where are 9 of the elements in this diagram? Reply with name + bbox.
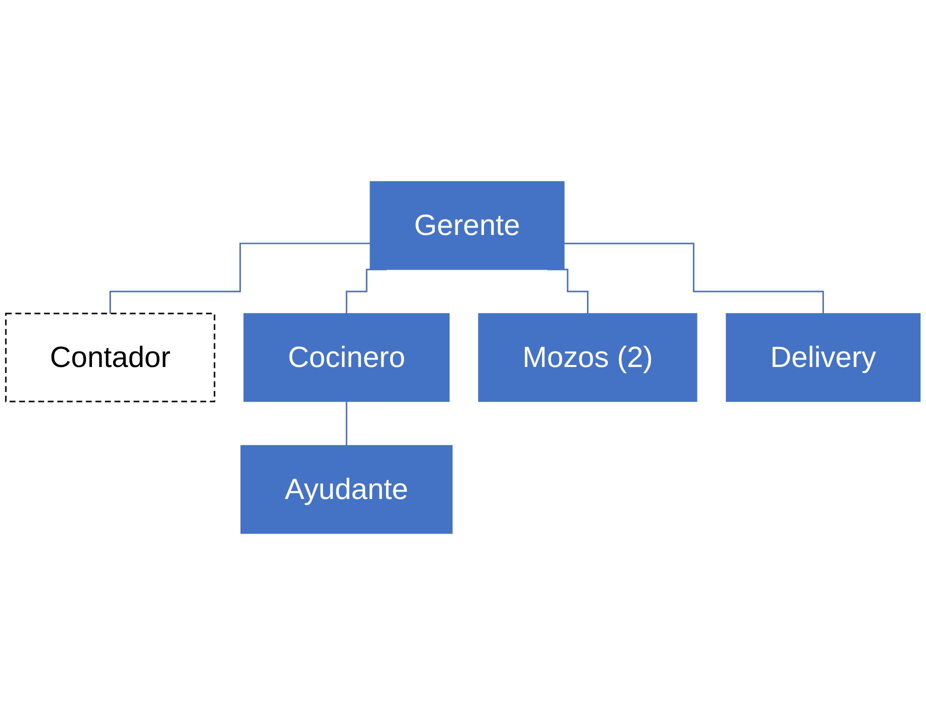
- connector: [346, 400, 348, 446]
- node-box: [478, 313, 698, 402]
- node-box: [5, 312, 216, 402]
- connector: [564, 242, 824, 314]
- node-box: [726, 313, 920, 402]
- node-box: [243, 313, 450, 402]
- node-box: [240, 445, 453, 534]
- node-box: [370, 181, 564, 270]
- connector: [109, 242, 370, 314]
